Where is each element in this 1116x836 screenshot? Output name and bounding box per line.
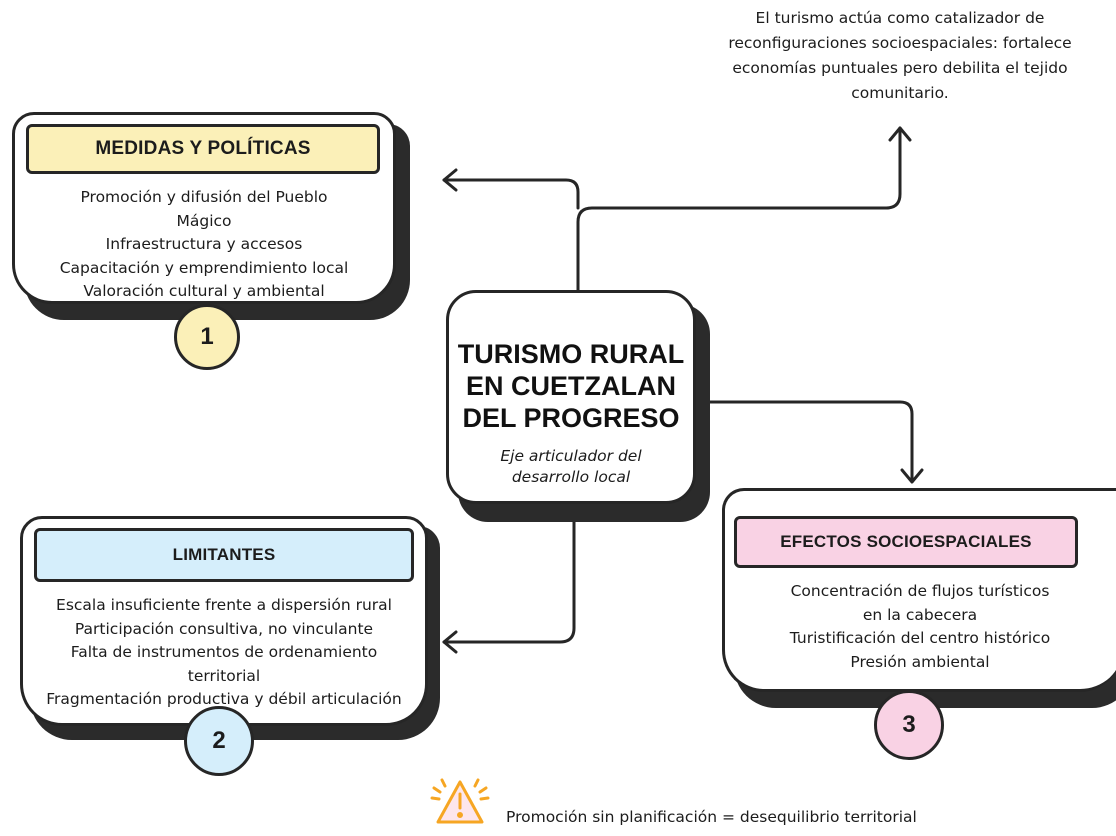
arrow-to-medidas-head bbox=[442, 168, 458, 192]
medidas-item: Valoración cultural y ambiental bbox=[83, 282, 325, 300]
limitantes-badge: 2 bbox=[184, 706, 254, 776]
center-title-line: EN CUETZALAN bbox=[466, 371, 676, 401]
efectos-list: Concentración de flujos turísticos en la… bbox=[730, 580, 1110, 674]
arrow-to-top-note-head bbox=[888, 126, 912, 142]
arrow-to-efectos-head bbox=[900, 468, 924, 484]
medidas-item: Mágico bbox=[176, 211, 232, 230]
top-note: El turismo actúa como catalizador de rec… bbox=[640, 6, 1116, 106]
center-subtitle-line: desarrollo local bbox=[511, 468, 631, 486]
limitantes-item: Falta de instrumentos de ordenamiento bbox=[70, 643, 378, 661]
arrow-to-top-note bbox=[576, 126, 902, 294]
center-subtitle: Eje articulador del desarrollo local bbox=[446, 446, 696, 488]
arrow-to-limitantes-head bbox=[442, 630, 458, 654]
efectos-item: en la cabecera bbox=[862, 605, 978, 624]
center-title-line: DEL PROGRESO bbox=[462, 403, 680, 433]
medidas-item: Infraestructura y accesos bbox=[105, 235, 303, 253]
center-title-line: TURISMO RURAL bbox=[457, 339, 685, 369]
limitantes-list: Escala insuficiente frente a dispersión … bbox=[20, 594, 428, 712]
medidas-item: Promoción y difusión del Pueblo bbox=[80, 188, 328, 206]
center-title: TURISMO RURAL EN CUETZALAN DEL PROGRESO bbox=[446, 338, 696, 434]
medidas-badge: 1 bbox=[174, 304, 240, 370]
arrow-to-medidas bbox=[442, 178, 580, 210]
efectos-item: Turistificación del centro histórico bbox=[789, 629, 1051, 647]
top-note-line: reconfiguraciones socioespaciales: forta… bbox=[728, 34, 1072, 52]
efectos-title: EFECTOS SOCIOESPACIALES bbox=[734, 516, 1078, 568]
efectos-badge: 3 bbox=[874, 690, 944, 760]
center-card bbox=[446, 290, 696, 504]
limitantes-item: Escala insuficiente frente a dispersión … bbox=[56, 596, 392, 614]
top-note-line: El turismo actúa como catalizador de bbox=[755, 9, 1045, 27]
limitantes-item: Fragmentación productiva y débil articul… bbox=[46, 690, 402, 708]
footer-note: Promoción sin planificación = desequilib… bbox=[506, 808, 917, 826]
arrow-to-efectos bbox=[692, 400, 914, 482]
limitantes-item: Participación consultiva, no vinculante bbox=[74, 619, 374, 638]
limitantes-item: territorial bbox=[187, 666, 261, 685]
warning-icon bbox=[430, 778, 490, 824]
efectos-item: Concentración de flujos turísticos bbox=[790, 582, 1050, 600]
medidas-list: Promoción y difusión del Pueblo Mágico I… bbox=[26, 186, 382, 304]
center-subtitle-line: Eje articulador del bbox=[500, 447, 642, 465]
limitantes-title: LIMITANTES bbox=[34, 528, 414, 582]
medidas-title: MEDIDAS Y POLÍTICAS bbox=[26, 124, 380, 174]
top-note-line: economías puntuales pero debilita el tej… bbox=[732, 59, 1068, 77]
arrow-to-limitantes bbox=[442, 506, 576, 644]
medidas-item: Capacitación y emprendimiento local bbox=[59, 258, 349, 277]
efectos-item: Presión ambiental bbox=[850, 652, 990, 671]
top-note-line: comunitario. bbox=[851, 84, 949, 102]
